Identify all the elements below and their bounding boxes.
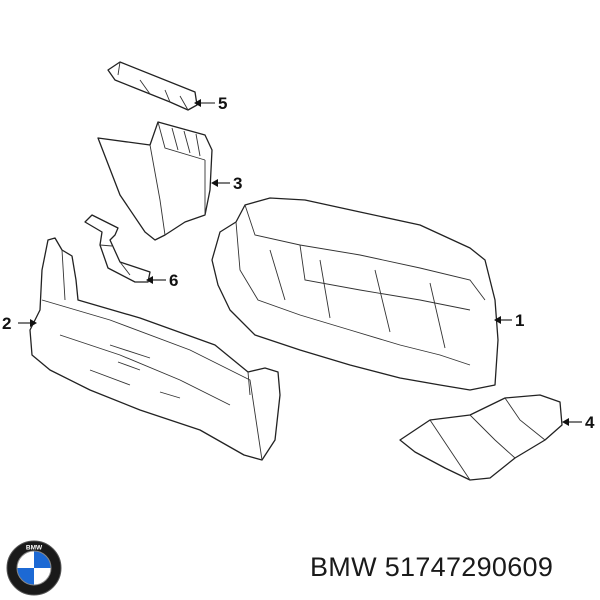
callout-5: 5 xyxy=(218,94,227,113)
callout-2: 2 xyxy=(2,314,11,333)
part-3-air-duct xyxy=(97,121,213,241)
part-5-bracket xyxy=(107,61,198,111)
callout-6: 6 xyxy=(169,271,178,290)
part-number-label: BMW 51747290609 xyxy=(310,552,553,583)
callout-4: 4 xyxy=(585,413,595,432)
callout-3: 3 xyxy=(233,174,242,193)
part-4-side-duct xyxy=(399,394,563,481)
brand-name: BMW xyxy=(310,552,377,582)
callout-1: 1 xyxy=(515,311,524,330)
part-number: 51747290609 xyxy=(384,552,554,582)
part-1-radiator-frame xyxy=(211,197,499,391)
callout-leaders xyxy=(18,99,582,426)
bmw-logo: BMW xyxy=(6,540,62,596)
part-6-small-bracket xyxy=(84,214,151,283)
logo-lettering: BMW xyxy=(26,545,43,552)
part-2-lower-panel xyxy=(29,237,281,461)
